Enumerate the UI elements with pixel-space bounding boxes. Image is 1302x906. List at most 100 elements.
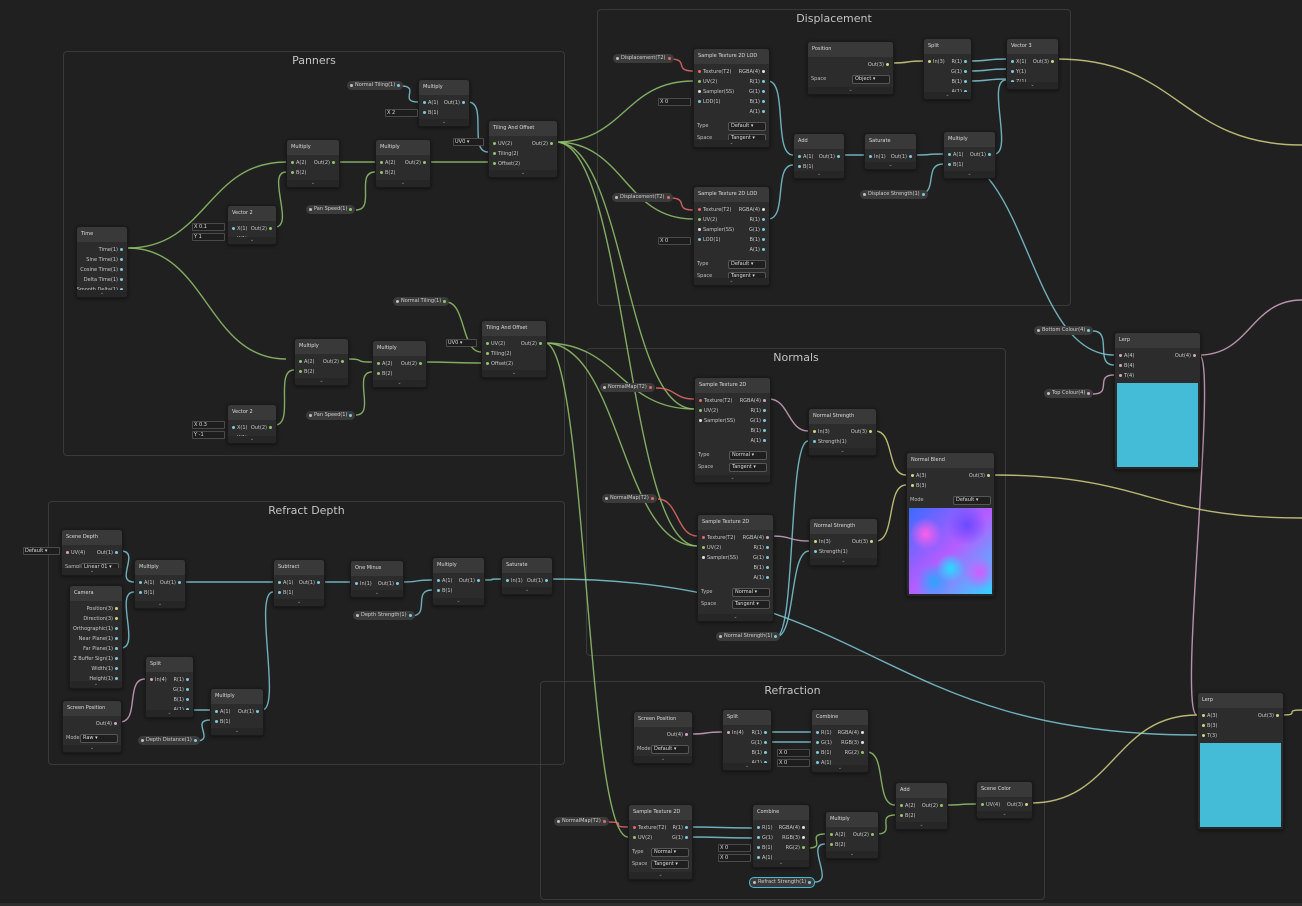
port-dot-icon[interactable] (766, 536, 769, 539)
node-title[interactable]: Scene Depth (62, 530, 122, 545)
input-port[interactable]: UV(2) (696, 78, 717, 86)
combine-b-field[interactable]: X 0 (718, 844, 751, 852)
port-dot-icon[interactable] (698, 100, 701, 103)
input-port[interactable]: B(1) (213, 718, 231, 726)
port-dot-icon[interactable] (648, 386, 652, 389)
input-port[interactable]: A(2) (898, 802, 916, 810)
collapse-chevron-icon[interactable]: ⌄ (977, 811, 1032, 818)
port-dot-icon[interactable] (291, 161, 294, 164)
input-port[interactable]: Sampler(SS) (696, 88, 734, 96)
node-title[interactable]: Multiply (211, 689, 263, 704)
port-dot-icon[interactable] (115, 617, 118, 620)
input-port[interactable]: UV(2) (484, 340, 505, 348)
port-dot-icon[interactable] (317, 581, 320, 584)
port-dot-icon[interactable] (921, 193, 925, 196)
output-port[interactable]: Out(2) (922, 802, 945, 810)
collapse-chevron-icon[interactable]: ⌄ (274, 599, 324, 606)
port-dot-icon[interactable] (1202, 714, 1205, 717)
output-port[interactable]: Out(1) (299, 579, 322, 587)
node-title[interactable]: Sample Texture 2D LOD (694, 49, 769, 64)
port-dot-icon[interactable] (816, 741, 819, 744)
port-dot-icon[interactable] (115, 657, 118, 660)
port-dot-icon[interactable] (702, 536, 705, 539)
port-dot-icon[interactable] (462, 101, 465, 104)
property-displace-strength[interactable]: Displace Strength(1) (860, 190, 928, 199)
port-dot-icon[interactable] (698, 208, 701, 211)
property-normal-tiling[interactable]: Normal Tiling(1) (347, 81, 404, 90)
port-dot-icon[interactable] (1119, 374, 1122, 377)
port-dot-icon[interactable] (774, 635, 778, 638)
input-port[interactable]: B(1) (946, 161, 964, 169)
port-dot-icon[interactable] (763, 429, 766, 432)
port-dot-icon[interactable] (762, 208, 765, 211)
port-dot-icon[interactable] (667, 57, 671, 60)
node-title[interactable]: Camera (70, 586, 122, 601)
output-port[interactable]: RGBA(4) (838, 729, 866, 737)
node-vector2[interactable]: Vector 2X(1)Y(1)Out(2)⌄ (227, 404, 277, 444)
input-port[interactable]: A(2) (297, 358, 315, 366)
node-title[interactable]: Lerp (1198, 693, 1283, 708)
port-dot-icon[interactable] (698, 238, 701, 241)
output-port[interactable]: Out(2) (853, 831, 876, 839)
port-dot-icon[interactable] (256, 710, 259, 713)
input-port[interactable]: Tiling(2) (491, 150, 519, 158)
port-dot-icon[interactable] (764, 761, 767, 764)
property-refract-strength[interactable]: Refract Strength(1) (749, 877, 816, 888)
input-port[interactable]: LOD(1) (696, 236, 720, 244)
port-dot-icon[interactable] (964, 80, 967, 83)
node-title[interactable]: Multiply (295, 339, 348, 354)
port-dot-icon[interactable] (355, 582, 358, 585)
input-port[interactable]: Sampler(SS) (696, 226, 734, 234)
port-dot-icon[interactable] (861, 741, 864, 744)
property-bottom-colour[interactable]: Bottom Colour(4) (1034, 326, 1094, 335)
input-port[interactable]: UV(4) (64, 549, 85, 557)
port-dot-icon[interactable] (349, 208, 353, 211)
output-port[interactable]: Orthographic(1) (73, 625, 120, 633)
node-title[interactable]: Multiply (944, 132, 995, 147)
output-port[interactable]: RG(2) (845, 749, 866, 757)
port-dot-icon[interactable] (115, 551, 118, 554)
port-dot-icon[interactable] (763, 439, 766, 442)
port-dot-icon[interactable] (757, 856, 760, 859)
port-dot-icon[interactable] (981, 803, 984, 806)
output-port[interactable]: G(1) (750, 417, 768, 425)
port-dot-icon[interactable] (698, 70, 701, 73)
node-title[interactable]: Combine (753, 805, 809, 820)
port-dot-icon[interactable] (816, 731, 819, 734)
port-dot-icon[interactable] (698, 228, 701, 231)
port-dot-icon[interactable] (408, 614, 412, 617)
node-title[interactable]: Scene Color (977, 782, 1032, 797)
port-dot-icon[interactable] (120, 268, 123, 271)
output-port[interactable]: Out(3) (851, 428, 874, 436)
port-dot-icon[interactable] (477, 579, 480, 582)
node-vector2[interactable]: Vector 2X(1)Y(1)Out(2)⌄ (227, 205, 277, 245)
port-dot-icon[interactable] (798, 155, 801, 158)
output-port[interactable]: Out(3) (1033, 58, 1056, 66)
port-dot-icon[interactable] (493, 162, 496, 165)
port-dot-icon[interactable] (332, 161, 335, 164)
collapse-chevron-icon[interactable]: ⌄ (944, 171, 995, 178)
output-port[interactable]: Out(4) (667, 731, 690, 739)
port-dot-icon[interactable] (698, 80, 701, 83)
output-port[interactable]: Out(1) (970, 151, 993, 159)
port-dot-icon[interactable] (813, 440, 816, 443)
output-port[interactable]: RGB(3) (841, 739, 866, 747)
port-dot-icon[interactable] (120, 278, 123, 281)
property-dropdown[interactable]: Tangent ▾ (651, 860, 689, 869)
output-port[interactable]: R(1) (951, 58, 969, 66)
port-dot-icon[interactable] (291, 171, 294, 174)
output-port[interactable]: Out(3) (969, 472, 992, 480)
port-dot-icon[interactable] (702, 546, 705, 549)
port-dot-icon[interactable] (948, 163, 951, 166)
output-port[interactable]: B(1) (749, 236, 767, 244)
